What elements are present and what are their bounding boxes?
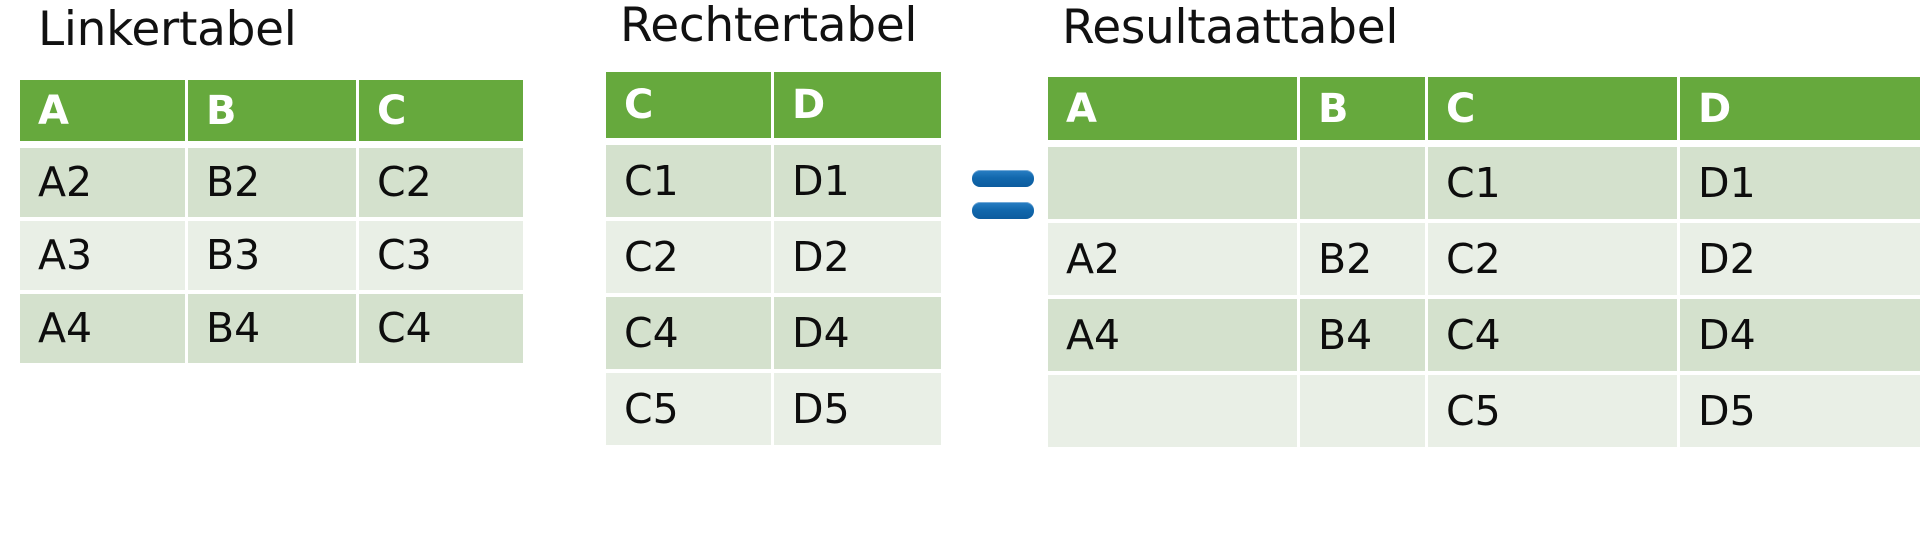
table-row: C1 D1 xyxy=(606,145,941,221)
table-row: A2 B2 C2 xyxy=(20,148,523,221)
right-table-title: Rechtertabel xyxy=(620,0,918,53)
table-row: C2 D2 xyxy=(606,221,941,297)
equals-icon xyxy=(972,166,1034,228)
cell xyxy=(1300,375,1428,447)
column-header-c: C xyxy=(359,80,523,148)
cell: D4 xyxy=(1680,299,1920,375)
cell: C4 xyxy=(359,294,523,363)
cell: D2 xyxy=(774,221,941,297)
cell: A2 xyxy=(20,148,188,221)
cell: C3 xyxy=(359,221,523,294)
cell: D5 xyxy=(1680,375,1920,447)
table-row: A3 B3 C3 xyxy=(20,221,523,294)
cell: D5 xyxy=(774,373,941,445)
cell: B2 xyxy=(1300,223,1428,299)
left-table: A B C A2 B2 C2 A3 B3 C3 A4 B4 C4 xyxy=(20,80,523,363)
cell: A2 xyxy=(1048,223,1300,299)
cell: B4 xyxy=(188,294,359,363)
table-row: C1 D1 xyxy=(1048,147,1920,223)
right-table: C D C1 D1 C2 D2 C4 D4 C5 D5 xyxy=(606,72,941,445)
column-header-d: D xyxy=(774,72,941,145)
table-header-row: A B C D xyxy=(1048,77,1920,147)
cell: B3 xyxy=(188,221,359,294)
cell: D4 xyxy=(774,297,941,373)
table-header-row: A B C xyxy=(20,80,523,148)
cell: D1 xyxy=(1680,147,1920,223)
column-header-a: A xyxy=(1048,77,1300,147)
cell: D1 xyxy=(774,145,941,221)
column-header-d: D xyxy=(1680,77,1920,147)
cell xyxy=(1048,147,1300,223)
cell: C1 xyxy=(606,145,774,221)
equals-bar-top xyxy=(972,170,1034,187)
cell xyxy=(1048,375,1300,447)
cell: C4 xyxy=(606,297,774,373)
table-row: C4 D4 xyxy=(606,297,941,373)
table-row: A4 B4 C4 xyxy=(20,294,523,363)
cell: C4 xyxy=(1428,299,1680,375)
column-header-b: B xyxy=(1300,77,1428,147)
table-header-row: C D xyxy=(606,72,941,145)
column-header-c: C xyxy=(606,72,774,145)
equals-bar-bottom xyxy=(972,202,1034,219)
cell xyxy=(1300,147,1428,223)
column-header-b: B xyxy=(188,80,359,148)
cell: C2 xyxy=(1428,223,1680,299)
cell: A4 xyxy=(1048,299,1300,375)
cell: A3 xyxy=(20,221,188,294)
cell: C5 xyxy=(606,373,774,445)
cell: B2 xyxy=(188,148,359,221)
table-row: A2 B2 C2 D2 xyxy=(1048,223,1920,299)
cell: B4 xyxy=(1300,299,1428,375)
cell: D2 xyxy=(1680,223,1920,299)
table-row: C5 D5 xyxy=(606,373,941,445)
cell: C5 xyxy=(1428,375,1680,447)
table-row: A4 B4 C4 D4 xyxy=(1048,299,1920,375)
cell: A4 xyxy=(20,294,188,363)
table-row: C5 D5 xyxy=(1048,375,1920,447)
left-table-title: Linkertabel xyxy=(38,2,297,57)
cell: C2 xyxy=(359,148,523,221)
column-header-c: C xyxy=(1428,77,1680,147)
cell: C2 xyxy=(606,221,774,297)
cell: C1 xyxy=(1428,147,1680,223)
column-header-a: A xyxy=(20,80,188,148)
result-table: A B C D C1 D1 A2 B2 C2 D2 A4 B4 C4 xyxy=(1048,77,1920,447)
result-table-title: Resultaattabel xyxy=(1062,0,1399,55)
